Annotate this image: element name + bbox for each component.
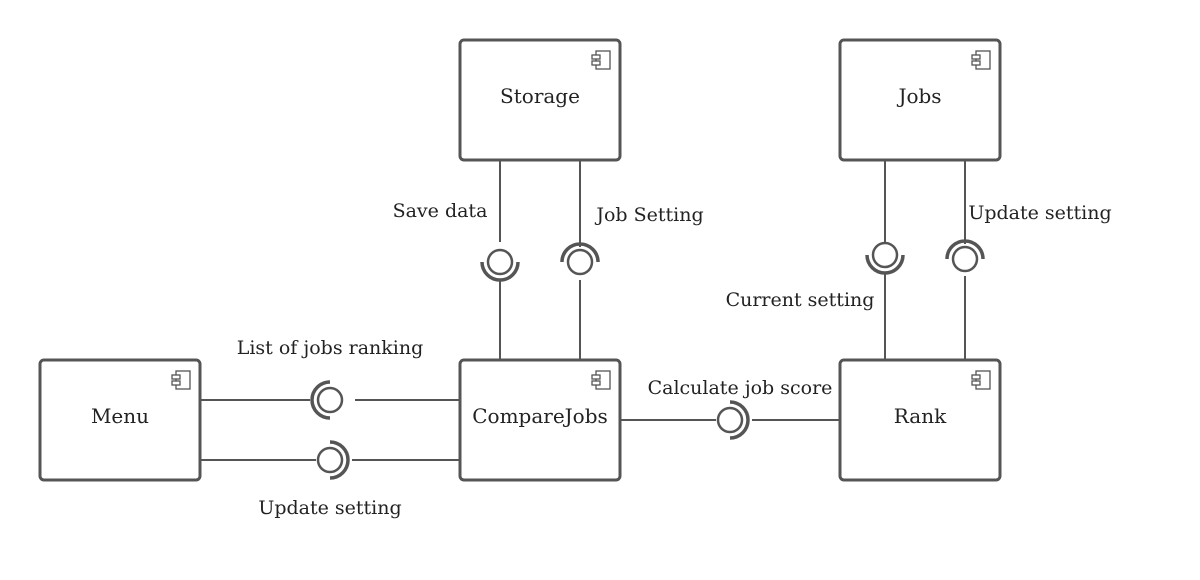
jobs-title: Jobs: [896, 84, 941, 108]
component-icon: [591, 370, 611, 390]
job-setting-ball-icon: [566, 248, 594, 276]
component-rank[interactable]: Rank: [838, 358, 1002, 482]
job-score-ball-icon: [716, 406, 744, 434]
rank-box[interactable]: [838, 358, 1002, 482]
comparejobs-box[interactable]: [458, 358, 622, 482]
menu-title: Menu: [91, 404, 149, 428]
update-setting-menu-socket-icon: [329, 440, 350, 480]
job-setting-socket-icon: [560, 242, 600, 263]
storage-title: Storage: [500, 84, 580, 108]
update-setting-menu-label: Update setting: [258, 497, 401, 519]
job-setting-label: Job Setting: [594, 204, 703, 226]
component-icon: [971, 370, 991, 390]
current-setting-socket-icon: [865, 254, 905, 275]
component-comparejobs[interactable]: CompareJobs: [458, 358, 622, 482]
save-data-socket-icon: [480, 261, 520, 282]
component-menu[interactable]: Menu: [38, 358, 202, 482]
update-setting-jobs-label: Update setting: [968, 202, 1111, 224]
component-jobs[interactable]: Jobs: [838, 38, 1002, 162]
component-icon: [171, 370, 191, 390]
update-setting-jobs-ball-icon: [951, 245, 979, 273]
job-score-socket-icon: [729, 400, 750, 440]
rank-title: Rank: [894, 404, 947, 428]
jobs-box[interactable]: [838, 38, 1002, 162]
current-setting-label: Current setting: [726, 289, 875, 311]
update-setting-menu-ball-icon: [316, 446, 344, 474]
component-icon: [971, 50, 991, 70]
interface-symbols: [310, 239, 985, 480]
save-data-ball-icon: [486, 248, 514, 276]
interface-labels: Save data Job Setting Update setting Cur…: [237, 200, 1112, 519]
component-icon: [591, 50, 611, 70]
menu-box[interactable]: [38, 358, 202, 482]
current-setting-ball-icon: [871, 241, 899, 269]
storage-box[interactable]: [458, 38, 622, 162]
comparejobs-title: CompareJobs: [472, 404, 608, 428]
connectors: [200, 160, 966, 461]
ranking-ball-icon: [316, 386, 344, 414]
component-storage[interactable]: Storage: [458, 38, 622, 162]
update-setting-jobs-socket-icon: [945, 239, 985, 260]
save-data-label: Save data: [393, 200, 488, 222]
ranking-socket-icon: [310, 380, 331, 420]
calculate-job-score-label: Calculate job score: [648, 377, 833, 399]
list-of-jobs-ranking-label: List of jobs ranking: [237, 337, 424, 359]
